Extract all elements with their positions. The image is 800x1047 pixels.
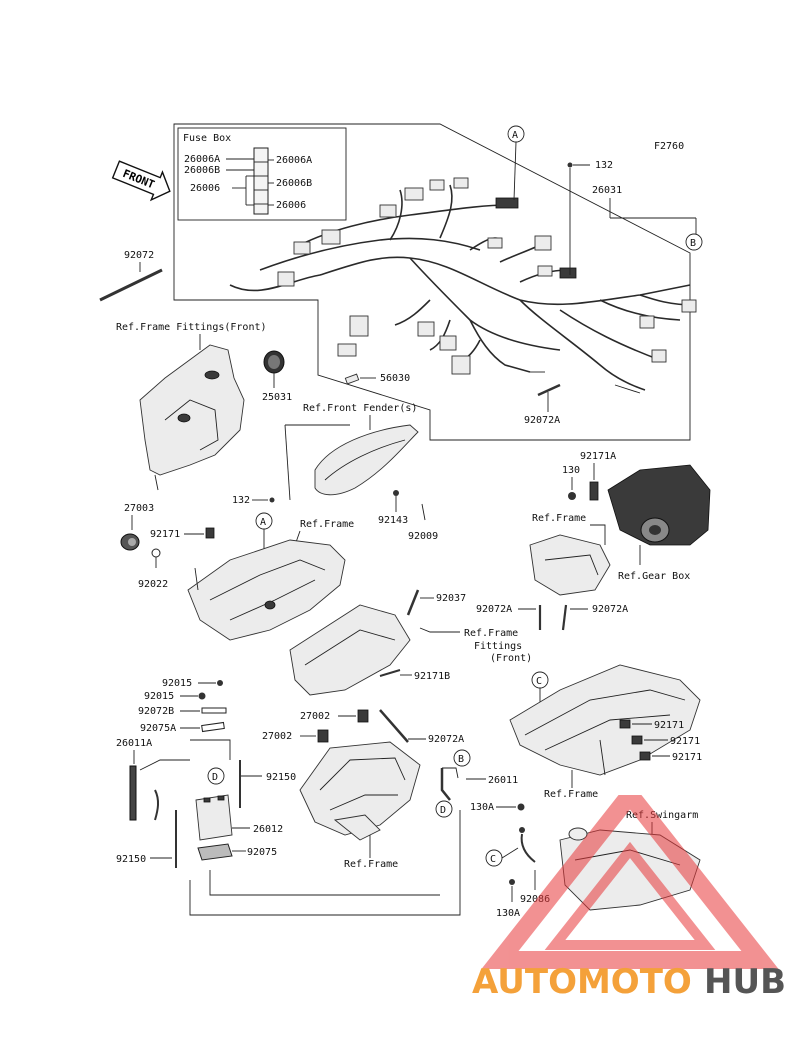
label-56030: 56030 xyxy=(380,373,410,384)
battery-case xyxy=(299,741,421,836)
label-92072A-mid: 92072A xyxy=(428,734,464,745)
cable-tie-92072 xyxy=(99,268,163,302)
label-ref-swingarm: Ref.Swingarm xyxy=(626,810,698,821)
label-92171A: 92171A xyxy=(580,451,616,462)
label-25031: 25031 xyxy=(262,392,292,403)
label-ref-front-fender: Ref.Front Fender(s) xyxy=(303,403,417,414)
fuse-box-inset: Fuse Box 26006A 26006B 26006 26006A 2600… xyxy=(177,127,347,221)
automotohub-watermark: AUTOMOTO HUB xyxy=(472,795,786,1002)
pad-92075 xyxy=(197,843,233,861)
label-92086: 92086 xyxy=(520,894,550,905)
fuse-box-title: Fuse Box xyxy=(183,133,231,144)
fuse-left-label-a: 26006A xyxy=(184,154,220,165)
label-27002-b: 27002 xyxy=(262,731,292,742)
callout-b-mid-label: B xyxy=(458,754,464,765)
label-92009: 92009 xyxy=(408,531,438,542)
part-56030 xyxy=(344,373,360,385)
label-ref-frame-bottom: Ref.Frame xyxy=(344,859,398,870)
label-92015-a: 92015 xyxy=(162,678,192,689)
label-92171-left: 92171 xyxy=(150,529,180,540)
front-fender-guard xyxy=(314,424,419,496)
frame-rear-section xyxy=(529,534,611,596)
label-92150-a: 92150 xyxy=(266,772,296,783)
label-92022: 92022 xyxy=(138,579,168,590)
label-92171-r3: 92171 xyxy=(672,752,702,763)
label-92072: 92072 xyxy=(124,250,154,261)
gear-box xyxy=(607,464,711,546)
battery-26012 xyxy=(195,794,233,841)
label-92171-r1: 92171 xyxy=(654,720,684,731)
fuse-left-label-c: 26006 xyxy=(190,183,220,194)
label-92072A-top: 92072A xyxy=(524,415,560,426)
callout-c-bottom-label: C xyxy=(490,854,496,865)
watermark-brand-part1: AUTOMOTO xyxy=(472,962,692,1002)
label-92171-r2: 92171 xyxy=(670,736,700,747)
label-ref-frame-mid: Ref.Frame xyxy=(300,519,354,530)
callout-b-mid xyxy=(453,749,471,767)
label-132-top: 132 xyxy=(595,160,613,171)
main-wiring-harness xyxy=(229,177,697,394)
label-ref-frame-fittings-2b: Fittings xyxy=(474,641,522,652)
callout-d-mid xyxy=(435,800,453,818)
label-92037: 92037 xyxy=(436,593,466,604)
label-92075A: 92075A xyxy=(140,723,176,734)
frame-fittings-front-bracket xyxy=(139,344,245,476)
harness-group-outline xyxy=(173,123,691,441)
figure-code: F2760 xyxy=(654,141,684,152)
label-92075: 92075 xyxy=(247,847,277,858)
label-27003: 27003 xyxy=(124,503,154,514)
label-92150-b: 92150 xyxy=(116,854,146,865)
label-ref-frame-br: Ref.Frame xyxy=(544,789,598,800)
triangle-logo-icon xyxy=(481,795,779,969)
label-130A-a: 130A xyxy=(470,802,494,813)
label-ref-frame-fittings-front: Ref.Frame Fittings(Front) xyxy=(116,322,267,333)
frame-fittings-front-2 xyxy=(289,604,411,696)
frame-rear-main xyxy=(509,664,701,776)
label-130A-b: 130A xyxy=(496,908,520,919)
front-arrow-icon: FRONT xyxy=(111,160,171,202)
sensor-92086 xyxy=(520,833,536,863)
cable-tie-92072A-top xyxy=(537,383,561,397)
label-92143: 92143 xyxy=(378,515,408,526)
label-92072A-r2: 92072A xyxy=(592,604,628,615)
watermark-brand-part2: HUB xyxy=(704,962,786,1002)
fuse-right-label-a: 26006A xyxy=(276,155,312,166)
label-ref-frame-fittings-2c: (Front) xyxy=(490,653,532,664)
label-ref-frame-fittings-2a: Ref.Frame xyxy=(464,628,518,639)
fuse-left-label-b: 26006B xyxy=(184,165,220,176)
label-92015-b: 92015 xyxy=(144,691,174,702)
label-130: 130 xyxy=(562,465,580,476)
callout-b-top xyxy=(685,233,703,251)
label-26011A: 26011A xyxy=(116,738,152,749)
label-132-mid: 132 xyxy=(232,495,250,506)
callout-c-right-label: C xyxy=(536,676,542,687)
label-ref-gear-box: Ref.Gear Box xyxy=(618,571,690,582)
fuse-right-label-b: 26006B xyxy=(276,178,312,189)
label-92171B: 92171B xyxy=(414,671,450,682)
label-26011: 26011 xyxy=(488,775,518,786)
callout-d-left xyxy=(207,767,225,785)
callout-a-mid-label: A xyxy=(260,517,266,528)
label-26031: 26031 xyxy=(592,185,622,196)
cable-26011 xyxy=(440,768,451,801)
callout-b-top-label: B xyxy=(690,238,696,249)
callout-a-top-label: A xyxy=(512,130,518,141)
frame-front-section xyxy=(187,539,346,641)
callout-d-left-label: D xyxy=(212,772,218,783)
label-ref-frame-right: Ref.Frame xyxy=(532,513,586,524)
label-92072B: 92072B xyxy=(138,706,174,717)
label-27002-a: 27002 xyxy=(300,711,330,722)
callout-d-mid-label: D xyxy=(440,805,446,816)
fuse-right-label-c: 26006 xyxy=(276,200,306,211)
label-92072A-r1: 92072A xyxy=(476,604,512,615)
label-26012: 26012 xyxy=(253,824,283,835)
bolt-132-top xyxy=(567,162,573,168)
